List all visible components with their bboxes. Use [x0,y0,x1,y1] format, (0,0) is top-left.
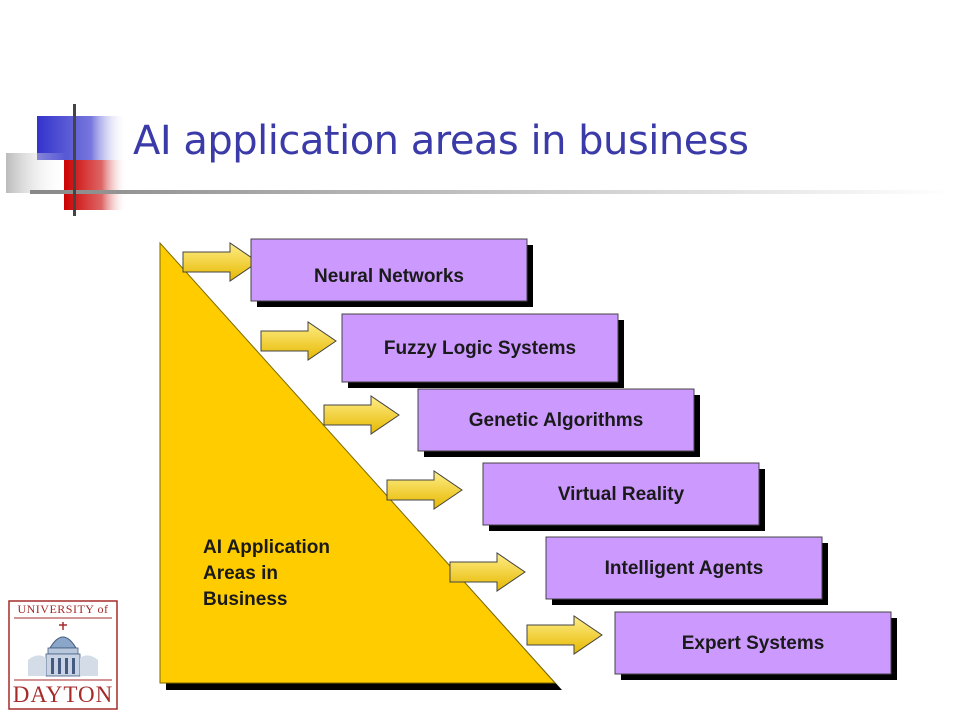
area-box-expert-systems: Expert Systems [614,611,897,680]
triangle-label-line-3: Business [203,589,288,610]
arrow-neural-networks [182,242,259,282]
area-box-fuzzy-logic-systems: Fuzzy Logic Systems [341,313,624,388]
area-box-intelligent-agents: Intelligent Agents [545,536,828,605]
area-label-fuzzy-logic-systems: Fuzzy Logic Systems [384,338,576,359]
logo-text-university: UNIVERSITY of [17,602,109,616]
triangle-label: AI Application Areas in Business [203,535,330,613]
arrow-genetic-algorithms [323,395,400,435]
deco-horizontal-line [30,190,950,194]
area-label-expert-systems: Expert Systems [682,633,825,654]
university-logo: UNIVERSITY of DAYTON [8,600,118,710]
deco-blue-square [37,116,127,160]
area-label-neural-networks: Neural Networks [314,266,464,287]
deco-grey-square [6,153,66,193]
deco-vertical-line [73,104,76,216]
slide-title: AI application areas in business [133,118,749,164]
arrow-fuzzy-logic [260,321,337,361]
area-label-virtual-reality: Virtual Reality [558,484,685,505]
area-box-virtual-reality: Virtual Reality [482,462,765,531]
area-box-genetic-algorithms: Genetic Algorithms [417,388,700,457]
arrow-intelligent-agents [449,552,526,592]
logo-graphic [8,600,118,710]
triangle-label-line-2: Areas in [203,563,278,584]
arrow-expert-systems [526,615,603,655]
area-label-intelligent-agents: Intelligent Agents [605,558,764,579]
arrow-virtual-reality [386,470,463,510]
area-box-neural-networks: Neural Networks [250,238,533,307]
triangle-label-line-1: AI Application [203,537,331,558]
title-decoration [6,104,950,216]
logo-text-dayton: DAYTON [12,682,114,707]
area-label-genetic-algorithms: Genetic Algorithms [469,410,644,431]
